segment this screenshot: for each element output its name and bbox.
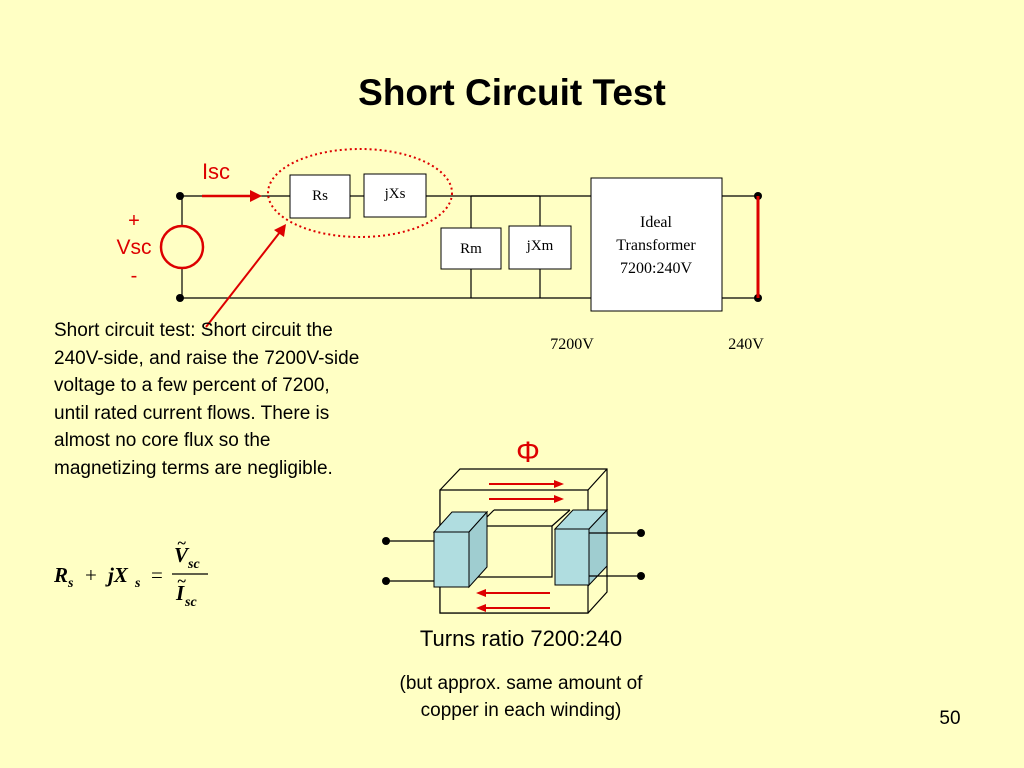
- jxm-label: jXm: [526, 238, 554, 254]
- formula-jX: jX: [105, 563, 129, 587]
- formula-V-sub: sc: [187, 557, 200, 572]
- rm-box: [440, 227, 502, 270]
- formula-I-sub: sc: [184, 595, 197, 610]
- source-label: Vsc: [116, 236, 151, 259]
- left-winding: [432, 510, 489, 589]
- flux-symbol: Φ: [516, 436, 540, 469]
- jxs-box: [363, 173, 427, 218]
- voltage-source: [159, 224, 205, 270]
- formula-I: I: [175, 581, 185, 605]
- formula-plus: +: [85, 563, 97, 587]
- winding-leads: [386, 532, 641, 582]
- jxm-box: [508, 225, 572, 270]
- formula-I-tilde: ~: [177, 573, 186, 590]
- formula-equals: =: [151, 563, 163, 587]
- source-minus: -: [131, 265, 138, 287]
- formula-V: V: [174, 543, 190, 567]
- pointer-line: [205, 231, 281, 328]
- formula-R: R: [53, 563, 68, 587]
- series-highlight-ellipse: [267, 148, 453, 238]
- turns-ratio-caption: Turns ratio 7200:240: [419, 626, 623, 651]
- pointer-arrowhead: [274, 224, 286, 237]
- copper-note-caption: (but approx. same amount of copper in ea…: [399, 673, 643, 721]
- transformer-line1: Ideal: [640, 214, 673, 231]
- sc-impedance-formula: R s + jX s = ~ V sc ~ I sc: [53, 535, 208, 610]
- test-description: Short circuit test: Short circuit the 24…: [54, 320, 360, 479]
- rs-box: [289, 174, 351, 219]
- current-label: Isc: [202, 159, 230, 184]
- ideal-transformer-box: [590, 177, 723, 312]
- source-plus: +: [128, 210, 140, 232]
- page-number: 50: [939, 708, 961, 729]
- jxs-label: jXs: [384, 186, 406, 202]
- winding-terminals: [382, 529, 645, 585]
- right-winding: [553, 508, 609, 587]
- secondary-voltage-label: 240V: [728, 336, 764, 353]
- formula-V-tilde: ~: [177, 535, 186, 552]
- flux-arrows: [476, 480, 564, 612]
- transformer-line3: 7200:240V: [620, 260, 692, 277]
- formula-R-sub: s: [67, 576, 74, 591]
- transformer-line2: Transformer: [616, 237, 696, 254]
- circuit-wires: [180, 195, 758, 299]
- rs-label: Rs: [312, 188, 328, 204]
- slide-title: Short Circuit Test: [358, 72, 666, 113]
- current-arrowhead: [250, 190, 262, 202]
- rm-label: Rm: [460, 241, 482, 257]
- formula-X-sub: s: [134, 576, 141, 591]
- primary-voltage-label: 7200V: [550, 336, 594, 353]
